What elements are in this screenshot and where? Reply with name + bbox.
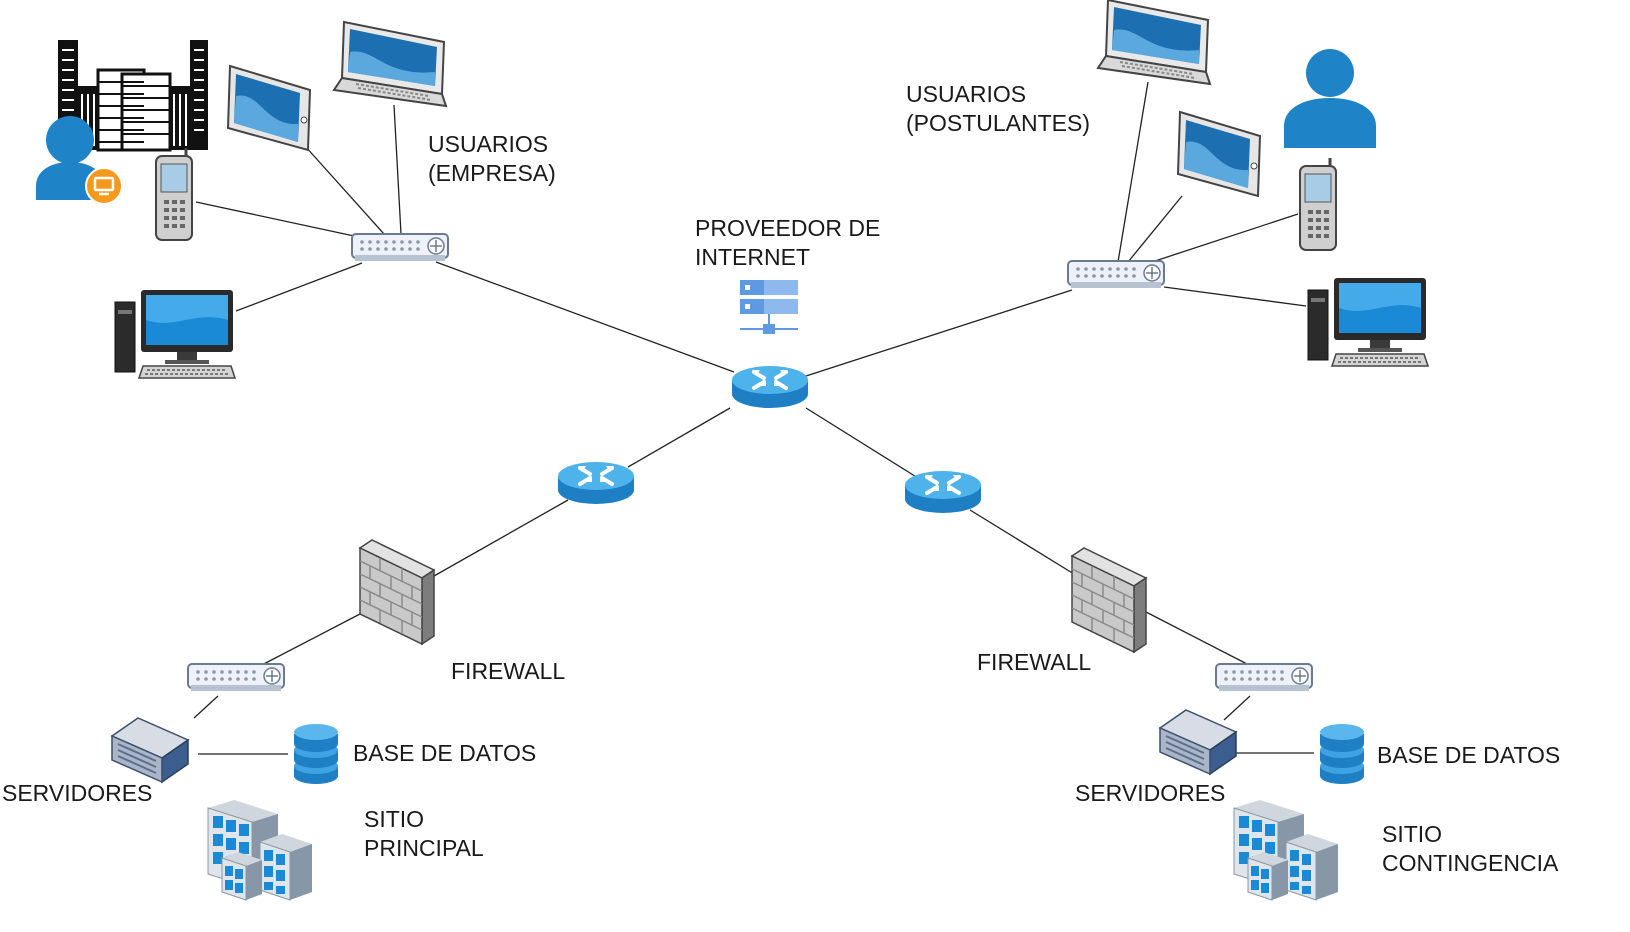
- city-buildings-icon: [58, 40, 208, 152]
- router-icon: [730, 364, 810, 410]
- database-icon: [294, 724, 338, 784]
- firewall-left-label: FIREWALL: [451, 658, 566, 684]
- network-switch-icon: [187, 663, 285, 692]
- desktop-computer-icon: [114, 289, 236, 379]
- tablet-icon: [1177, 111, 1261, 197]
- laptop-icon: [333, 21, 447, 107]
- users-company-line-1: USUARIOS: [428, 131, 549, 157]
- network-switch-icon: [351, 233, 449, 262]
- database-icon: [1320, 724, 1364, 784]
- site-main-label: SITIO PRINCIPAL: [364, 805, 484, 863]
- network-links: [193, 81, 1314, 755]
- office-building-icon: [207, 799, 313, 901]
- network-switch-icon: [1067, 260, 1165, 289]
- isp-line-2: INTERNET: [695, 244, 810, 270]
- users-applicants-label: USUARIOS (POSTULANTES): [906, 80, 1090, 138]
- servers-right-label: SERVIDORES: [1075, 780, 1226, 806]
- laptop-icon: [1097, 0, 1211, 85]
- users-applicants-line-2: (POSTULANTES): [906, 110, 1091, 136]
- isp-line-1: PROVEEDOR DE: [695, 215, 881, 241]
- router-icon: [556, 460, 636, 506]
- site-backup-label: SITIO CONTINGENCIA: [1382, 820, 1558, 878]
- user-icon: [1284, 49, 1376, 148]
- tablet-icon: [227, 65, 311, 151]
- desktop-computer-icon: [1307, 277, 1429, 367]
- user-with-computer-icon: [36, 116, 123, 205]
- mobile-phone-icon: [1298, 156, 1338, 252]
- users-company-label: USUARIOS (EMPRESA): [428, 130, 556, 188]
- servers-left-label: SERVIDORES: [2, 780, 153, 806]
- isp-label: PROVEEDOR DE INTERNET: [695, 214, 880, 272]
- firewall-right-label: FIREWALL: [977, 649, 1092, 675]
- users-applicants-line-1: USUARIOS: [906, 81, 1027, 107]
- office-building-icon: [1233, 799, 1339, 901]
- users-company-line-2: (EMPRESA): [428, 160, 556, 186]
- db-left-label: BASE DE DATOS: [353, 740, 537, 766]
- site-main-line-1: SITIO: [364, 806, 425, 832]
- db-right-label: BASE DE DATOS: [1377, 742, 1561, 768]
- firewall-icon: [359, 539, 435, 645]
- mobile-phone-icon: [154, 146, 194, 242]
- router-icon: [903, 469, 983, 515]
- site-backup-line-2: CONTINGENCIA: [1382, 850, 1559, 876]
- site-backup-line-1: SITIO: [1382, 821, 1443, 847]
- network-switch-icon: [1215, 663, 1313, 692]
- internet-provider-server-icon: [740, 280, 798, 334]
- server-icon: [111, 717, 189, 783]
- firewall-icon: [1071, 547, 1147, 653]
- site-main-line-2: PRINCIPAL: [364, 835, 484, 861]
